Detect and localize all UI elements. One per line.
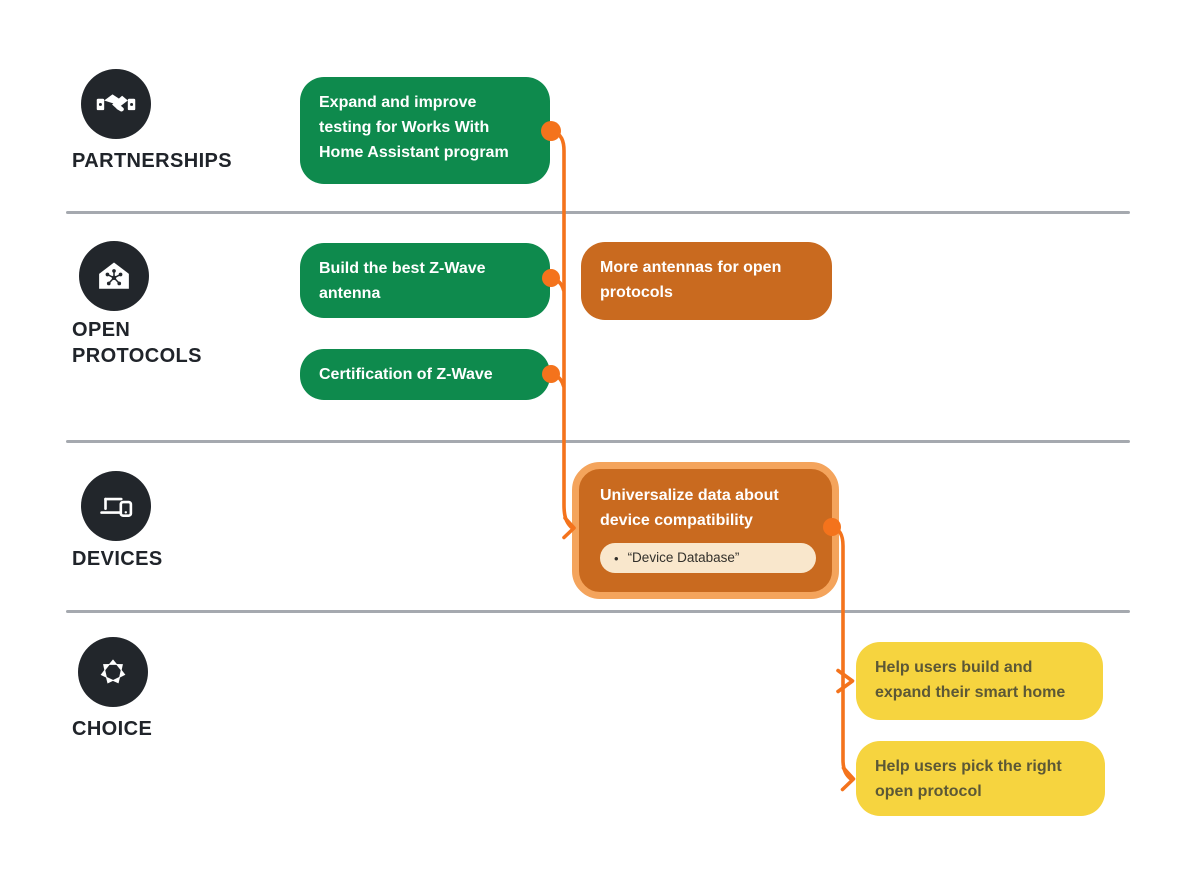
bullet-icon: •	[614, 550, 619, 566]
row-label-choice: CHOICE	[72, 718, 153, 740]
card-text: Help users pick the right open protocol	[875, 758, 1062, 800]
card-text: Help users build and expand their smart …	[875, 659, 1066, 701]
row-label-devices: DEVICES	[72, 548, 163, 570]
card-pick-protocol: Help users pick the right open protocol	[856, 741, 1105, 816]
divider	[66, 211, 1130, 214]
row-label-open-protocols: OPEN PROTOCOLS	[72, 319, 202, 368]
card-zwave-antenna: Build the best Z-Wave antenna	[300, 243, 550, 318]
card-zwave-certification: Certification of Z-Wave	[300, 349, 550, 400]
tag-label: “Device Database”	[627, 549, 740, 565]
connector-tail-certification	[549, 372, 566, 388]
laptop-phone-icon	[81, 471, 151, 541]
card-expand-testing: Expand and improve testing for Works Wit…	[300, 77, 550, 184]
card-text: Build the best Z-Wave antenna	[319, 260, 486, 302]
divider	[66, 440, 1130, 443]
card-device-compatibility: Universalize data about device compatibi…	[572, 462, 839, 599]
handshake-icon	[81, 69, 151, 139]
card-text: Certification of Z-Wave	[319, 366, 493, 383]
card-text: Expand and improve testing for Works Wit…	[319, 94, 509, 161]
card-text: Universalize data about device compatibi…	[600, 487, 779, 529]
card-more-antennas: More antennas for open protocols	[581, 242, 832, 320]
card-text: More antennas for open protocols	[600, 259, 782, 301]
arrowhead-pick-protocol	[840, 766, 856, 792]
row-label-partnerships: PARTNERSHIPS	[72, 150, 233, 172]
connector-path-1	[549, 129, 573, 529]
divider	[66, 610, 1130, 613]
house-network-icon	[79, 241, 149, 311]
aperture-icon	[78, 637, 148, 707]
connector-tail-antenna	[549, 276, 566, 292]
device-database-tag: • “Device Database”	[600, 542, 816, 574]
card-smart-home: Help users build and expand their smart …	[856, 642, 1103, 720]
arrowhead-smart-home	[836, 668, 855, 694]
